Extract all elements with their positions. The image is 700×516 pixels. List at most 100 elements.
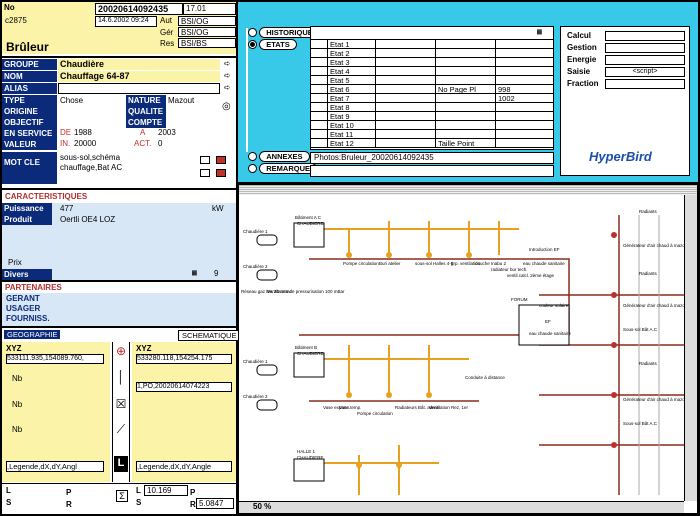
menu-saisie[interactable]: Saisie — [567, 67, 591, 76]
cross-box-icon[interactable]: ☒ — [115, 397, 127, 411]
etat-row[interactable]: Etat 10 — [310, 121, 554, 130]
nature-value[interactable]: Mazout — [168, 96, 195, 105]
crosshair-icon[interactable]: ⊕ — [115, 344, 127, 358]
etats-panel: HISTORIQUE ETATS ANNEXES REMARQUE ▦ Etat… — [238, 2, 698, 182]
etat-cell — [310, 40, 328, 49]
diagram-label: grp. ventilation — [451, 261, 481, 266]
produit-value[interactable]: Oertli OE4 LOZ — [60, 215, 116, 224]
etat-row[interactable]: Etat 5 — [310, 76, 554, 85]
nom-arrow-icon[interactable]: ➪ — [224, 71, 231, 80]
horizontal-scrollbar[interactable] — [239, 501, 684, 513]
de-value[interactable]: 1988 — [74, 128, 92, 137]
list-red-2-icon[interactable] — [216, 169, 226, 177]
etats-option[interactable]: ETATS — [248, 39, 297, 50]
list-toggle-icon[interactable] — [200, 156, 210, 164]
s-label-right: S — [136, 498, 142, 507]
historique-option[interactable]: HISTORIQUE — [248, 27, 320, 38]
qualite-label: QUALITE — [126, 106, 166, 117]
type-value[interactable]: Chose — [60, 96, 84, 105]
etat-row[interactable]: Etat 3 — [310, 58, 554, 67]
puissance-value[interactable]: 477 — [60, 204, 74, 213]
menu-gestion[interactable]: Gestion — [567, 43, 597, 52]
motcle-value-1[interactable]: sous-sol,schéma — [60, 153, 121, 162]
diagonal-icon[interactable]: ⟋ — [116, 422, 126, 436]
list-toggle-2-icon[interactable] — [200, 169, 210, 177]
saisie-value[interactable]: <script> — [605, 67, 685, 77]
nom-value[interactable]: Chauffage 64-87 — [58, 71, 220, 82]
act-label: ACT. — [134, 139, 152, 148]
grid-icon[interactable]: ▦ — [192, 268, 197, 277]
diagram-titlebar[interactable] — [239, 185, 697, 195]
etat-row[interactable]: Etat 11 — [310, 130, 554, 139]
etat-cell — [376, 49, 436, 58]
xyz-left-value[interactable]: 533111.935,154089.760, — [6, 354, 104, 364]
alias-value[interactable] — [58, 83, 220, 94]
vertical-scrollbar[interactable] — [684, 195, 697, 501]
etat-row[interactable]: Etat 8 — [310, 103, 554, 112]
remarque-option[interactable]: REMARQUE — [248, 163, 317, 174]
sum-icon[interactable]: Σ — [116, 490, 128, 502]
menu-fraction[interactable]: Fraction — [567, 79, 599, 88]
alias-arrow-icon[interactable]: ➪ — [224, 83, 231, 92]
in-value[interactable]: 20000 — [74, 139, 97, 148]
diagram-label: Vase expans. — [323, 405, 350, 410]
annexes-radio[interactable] — [248, 152, 257, 162]
divers-value[interactable]: 9 — [214, 269, 219, 278]
target-icon[interactable]: ◎ — [222, 101, 231, 112]
etat-cell — [496, 103, 554, 112]
legend-left-value[interactable]: ,Legende,dX,dY,Angl — [6, 461, 104, 472]
record-date: 14.6.2002 09:24 — [95, 16, 157, 27]
tab-schematique[interactable]: SCHEMATIQUE — [178, 330, 241, 341]
etat-row[interactable]: Etat 4 — [310, 67, 554, 76]
motcle-value-2[interactable]: chauffage,Bat AC — [60, 163, 123, 172]
etat-row[interactable]: Etat 1 — [310, 40, 554, 49]
compte-label: COMPTE — [126, 117, 166, 128]
etat-cell — [496, 112, 554, 121]
etat-row[interactable]: Etat 2 — [310, 49, 554, 58]
etat-cell — [496, 58, 554, 67]
line-icon[interactable]: │ — [117, 370, 125, 384]
p-value[interactable]: 5.0847 — [196, 498, 234, 509]
etats-grid-icon[interactable]: ▦ — [537, 27, 542, 36]
xyz-left-label: XYZ — [6, 344, 22, 353]
alias-label: ALIAS — [2, 83, 57, 94]
diagram-label: ventil.calcl. 2ème étage — [507, 273, 555, 278]
menu-energie[interactable]: Energie — [567, 55, 597, 64]
a-label: A — [140, 128, 146, 137]
divers-label: Divers — [2, 269, 52, 280]
act-value[interactable]: 0 — [158, 139, 163, 148]
annexes-value[interactable]: Photos:Bruleur_20020614092435 — [310, 152, 554, 164]
etat-cell — [496, 40, 554, 49]
a-value[interactable]: 2003 — [158, 128, 176, 137]
l-value[interactable]: 10.169 — [144, 485, 188, 496]
en-service-label: EN SERVICE — [2, 128, 57, 139]
etat-cell — [376, 130, 436, 139]
diagram-label: Sous-sol Bât A.C — [623, 327, 658, 332]
etat-cell — [496, 121, 554, 130]
diagram-label: CHAUDIERE — [297, 221, 324, 226]
historique-radio[interactable] — [248, 28, 257, 38]
diagram-label: eau chaude sanitaire — [523, 261, 565, 266]
record-seq[interactable]: 17.01 — [183, 3, 236, 15]
etats-radio[interactable] — [248, 40, 257, 50]
record-number[interactable]: 20020614092435 — [95, 3, 183, 15]
annexes-option[interactable]: ANNEXES — [248, 151, 310, 162]
groupe-value[interactable]: Chaudière — [58, 59, 220, 70]
diagram-label: CHAUDIERE — [297, 351, 324, 356]
list-red-icon[interactable] — [216, 156, 226, 164]
xyz-right-value[interactable]: 533280.118,154254.175 — [136, 354, 232, 364]
tab-geographie[interactable]: GEOGRAPHIE — [4, 330, 61, 339]
right-row2-value[interactable]: 1,PO,20020614074223 — [136, 382, 232, 392]
etat-cell — [310, 112, 328, 121]
groupe-arrow-icon[interactable]: ➪ — [224, 59, 231, 68]
legend-right-value[interactable]: ,Legende,dX,dY,Angle — [136, 461, 232, 472]
label-tool-icon[interactable]: L — [114, 456, 128, 472]
etat-row[interactable]: Etat 9 — [310, 112, 554, 121]
menu-calcul[interactable]: Calcul — [567, 31, 592, 40]
remarque-radio[interactable] — [248, 164, 257, 174]
zoom-level[interactable]: 50 % — [253, 502, 272, 511]
